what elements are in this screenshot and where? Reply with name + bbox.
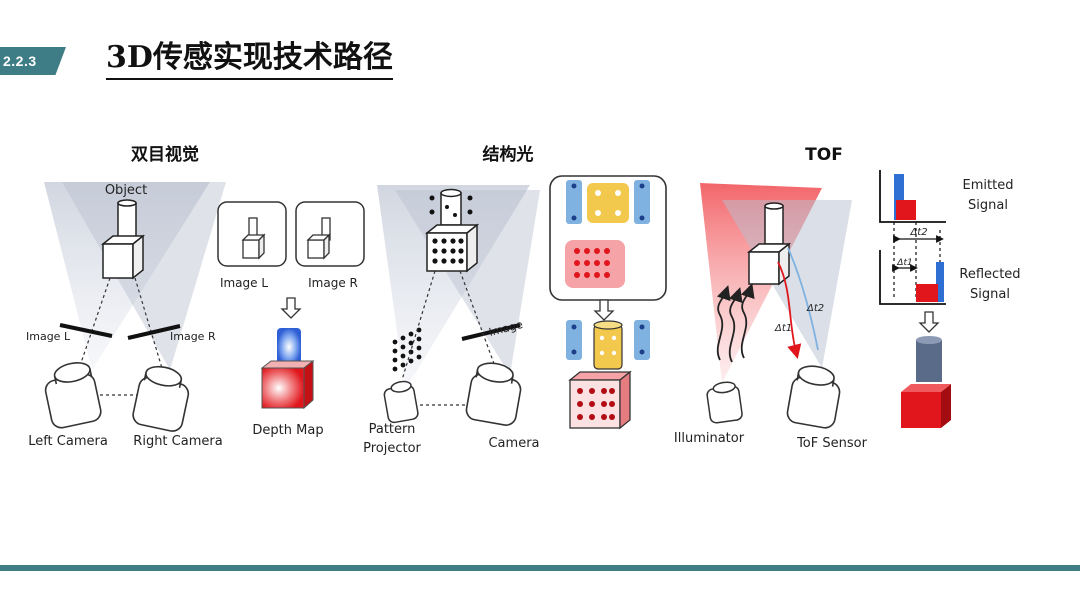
structured-light-panel: 结构光 Image — [363, 144, 667, 456]
projector-cone — [377, 185, 530, 390]
tof-down-arrow-icon — [918, 311, 940, 333]
slide-title: 3D传感实现技术路径 — [106, 40, 393, 80]
object-label: Object — [105, 183, 147, 198]
sl-camera-label: Camera — [488, 436, 539, 451]
stereo-object — [100, 199, 146, 280]
left-camera-label: Left Camera — [28, 434, 108, 449]
sl-image-plane — [461, 323, 521, 341]
down-arrow-icon — [280, 297, 302, 319]
image-l-thumbnail — [217, 201, 287, 267]
chart-dt2-label: Δt2 — [909, 227, 927, 238]
pattern-projector-icon — [383, 380, 419, 424]
tof-sensor-icon — [786, 365, 841, 429]
tof-heading: TOF — [805, 145, 843, 165]
image-plane-left — [59, 323, 113, 338]
projector-label-line2: Projector — [363, 441, 421, 456]
depth-map-label: Depth Map — [252, 423, 323, 438]
stereo-vision-panel: 双目视觉 Object Image L Image R — [26, 144, 365, 449]
projector-label-line1: Pattern — [369, 422, 416, 437]
emitted-label-line2: Signal — [968, 198, 1008, 213]
reflected-ray-dt1 — [777, 261, 802, 359]
stereo-heading: 双目视觉 — [131, 144, 199, 165]
illuminator-label: Illuminator — [674, 431, 745, 446]
right-camera-view-cone — [62, 182, 226, 370]
tof-object — [746, 202, 792, 286]
image-plane-right — [127, 324, 181, 340]
right-camera-icon — [132, 365, 190, 432]
structured-light-heading: 结构光 — [483, 144, 534, 165]
sl-rays — [401, 270, 501, 406]
reflected-label-line1: Reflected — [959, 267, 1020, 282]
sl-camera-icon — [465, 362, 522, 426]
left-camera-icon — [44, 362, 102, 429]
thumbnail-l-label: Image L — [220, 276, 268, 290]
emitted-light-waves — [716, 283, 755, 363]
emitted-signal-chart: Emitted Signal — [879, 170, 1014, 223]
emitted-label-line1: Emitted — [963, 178, 1014, 193]
tof-panel: TOF Δt1 Δt2 Illuminator — [674, 145, 1021, 451]
footer-divider — [0, 565, 1080, 571]
pattern-decoding-panel — [549, 175, 667, 301]
section-number: 2.2.3 — [3, 53, 37, 69]
image-r-label: Image R — [170, 330, 216, 343]
reflected-ray-dt2 — [787, 247, 819, 351]
tof-sensor-label: ToF Sensor — [796, 436, 868, 451]
signal-time-guides — [893, 222, 941, 300]
reflected-label-line2: Signal — [970, 287, 1010, 302]
thumbnail-r-label: Image R — [308, 276, 358, 290]
structured-light-result — [566, 320, 650, 430]
image-r-thumbnail — [295, 201, 365, 267]
section-number-badge: 2.2.3 — [0, 47, 66, 75]
structured-light-object — [424, 188, 480, 273]
illuminator-icon — [706, 381, 743, 424]
depth-map-icon — [260, 328, 315, 410]
dt2-label: Δt2 — [806, 303, 824, 314]
tof-sensor-cone — [722, 200, 852, 368]
chart-dt1-label: Δt1 — [896, 258, 912, 268]
image-l-label: Image L — [26, 330, 71, 343]
dt1-label: Δt1 — [774, 323, 792, 334]
sl-down-arrow-icon — [593, 299, 615, 321]
reflected-signal-chart: Δt1 Reflected Signal — [879, 250, 1021, 305]
tof-depth-result-icon — [901, 336, 951, 428]
right-camera-label: Right Camera — [133, 434, 222, 449]
